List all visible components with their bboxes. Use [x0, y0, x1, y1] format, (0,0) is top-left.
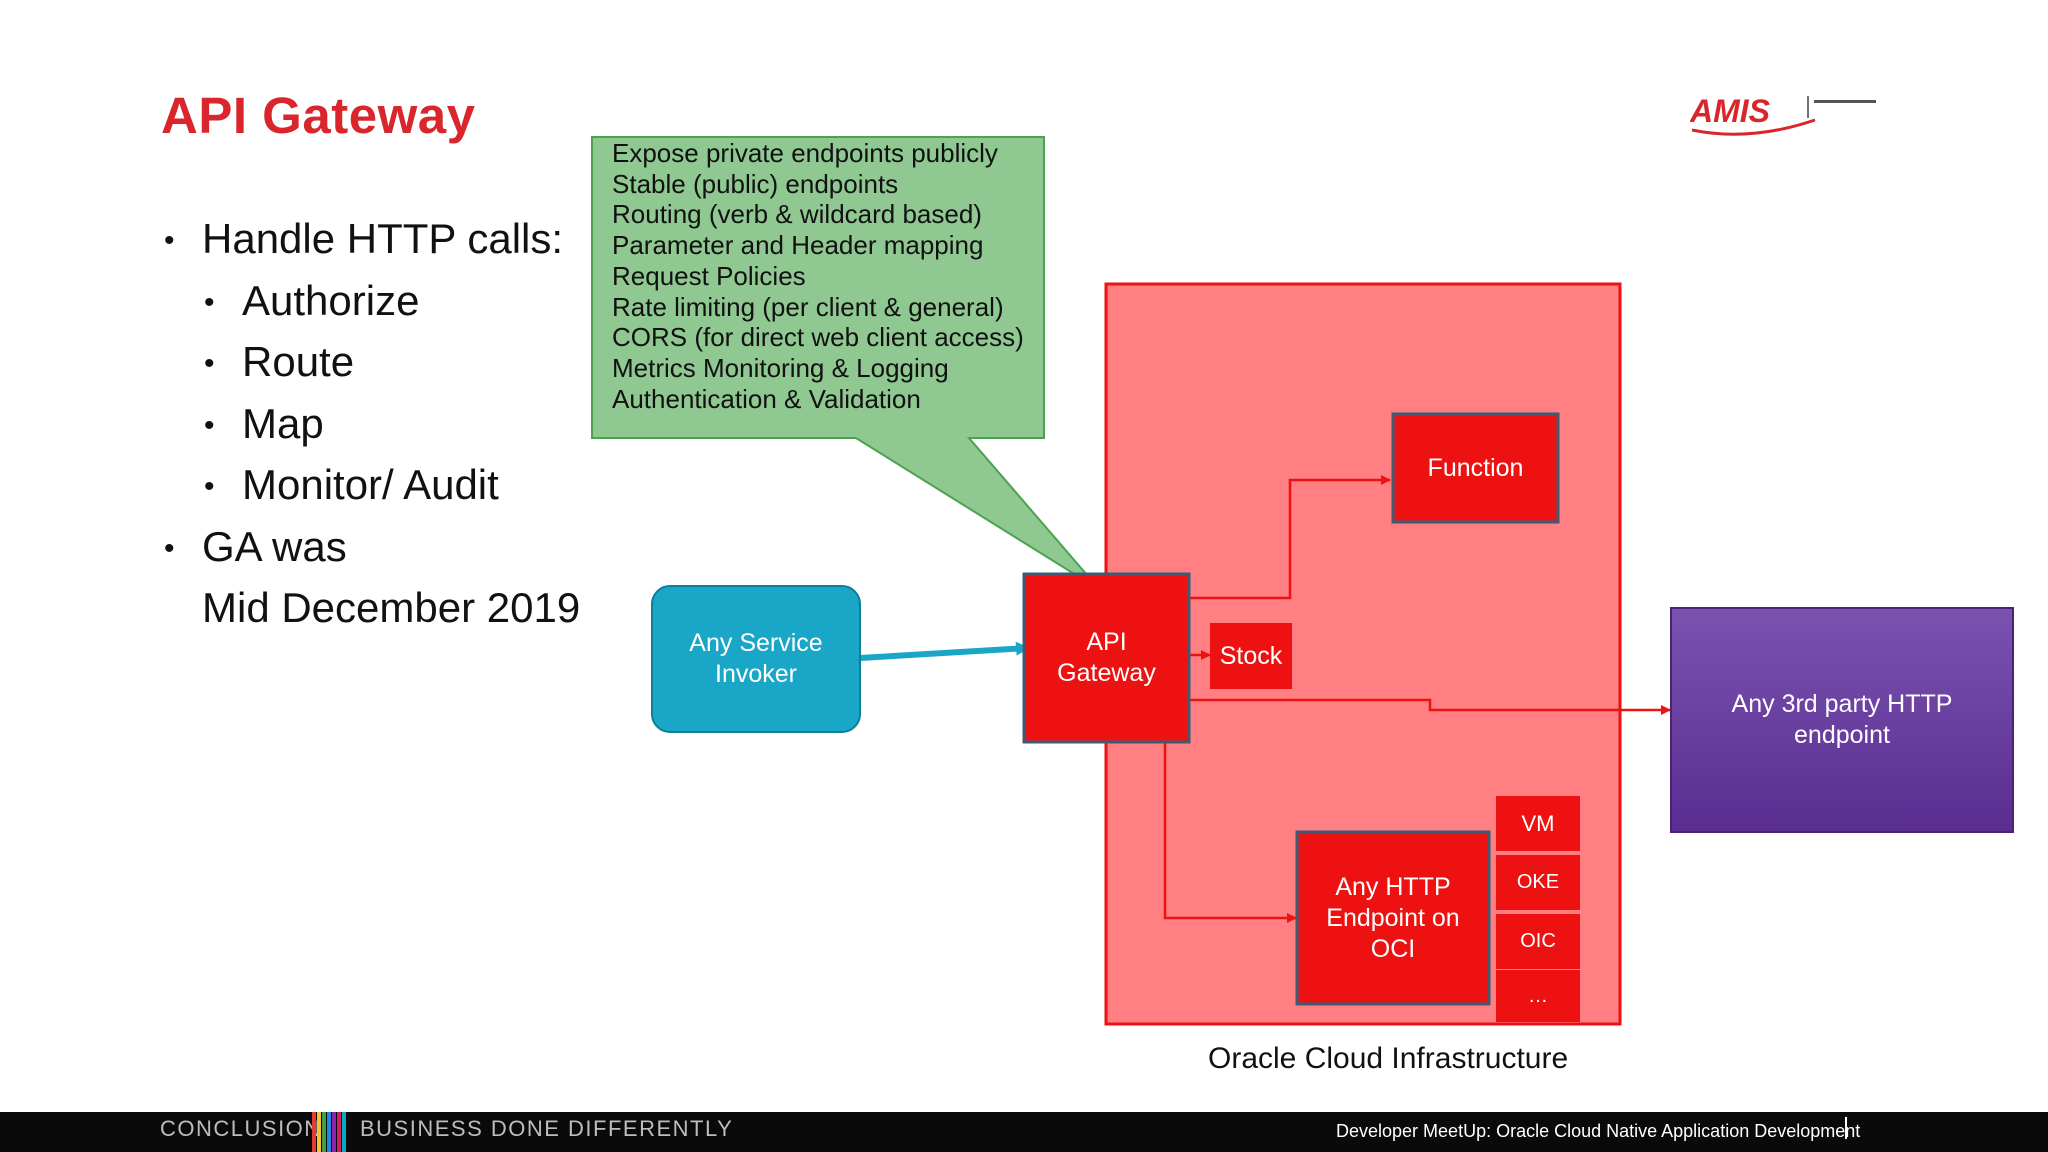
bullet-map: •Map	[204, 400, 324, 447]
callout-line: Expose private endpoints publicly	[612, 138, 998, 168]
function-box	[1391, 412, 1560, 524]
callout-line: Authentication & Validation	[612, 383, 921, 414]
connector-gateway-thirdparty	[1190, 698, 1671, 715]
callout-line: Request Policies	[612, 260, 806, 291]
more-label: …	[1528, 984, 1548, 1007]
gateway-box	[1022, 572, 1191, 744]
bullet-ga-was: •GA was	[164, 523, 347, 570]
more-box	[1496, 970, 1580, 1022]
vm-label: VM	[1521, 811, 1555, 836]
function-label: Function	[1427, 453, 1524, 482]
connector-gateway-function	[1190, 475, 1391, 600]
http-endpoint-label: Any HTTP Endpoint on OCI	[1326, 872, 1460, 963]
stock-box	[1210, 623, 1292, 689]
bullet-route: •Route	[204, 338, 355, 385]
invoker-box	[651, 585, 861, 733]
callout-line: Stable (public) endpoints	[612, 168, 899, 199]
callout-line: Metrics Monitoring & Logging	[612, 352, 949, 383]
slide-title: API Gateway	[161, 87, 476, 144]
connector-gateway-http-endpoint	[1163, 742, 1297, 923]
stock-label: Stock	[1219, 641, 1283, 670]
bullet-authorize: •Authorize	[204, 277, 420, 324]
footer-event: Developer MeetUp: Oracle Cloud Native Ap…	[1336, 1121, 1861, 1141]
callout-line: Rate limiting (per client & general)	[612, 291, 1004, 322]
callout-bubble	[591, 136, 1101, 591]
callout-line: Parameter and Header mapping	[612, 230, 984, 261]
connector-invoker-gateway	[859, 641, 1030, 661]
footer-divider	[1845, 1117, 1847, 1139]
oci-region-label: Oracle Cloud Infrastructure	[1208, 1042, 1569, 1075]
invoker-label: Any Service Invoker	[689, 629, 823, 688]
vm-box	[1496, 796, 1580, 851]
third-party-label: Any 3rd party HTTP endpoint	[1731, 690, 1953, 749]
svg-text:AMIS: AMIS	[1690, 93, 1771, 129]
oic-box	[1496, 914, 1580, 969]
third-party-box	[1670, 607, 2014, 833]
bullet-handle-http: •Handle HTTP calls:	[164, 215, 564, 262]
footer-bar	[0, 1112, 2048, 1152]
callout-features-list: Expose private endpoints publicly Stable…	[612, 138, 1024, 414]
footer-tagline: BUSINESS DONE DIFFERENTLY	[360, 1116, 734, 1141]
oic-label: OIC	[1520, 930, 1556, 952]
bullet-monitor-audit: •Monitor/ Audit	[204, 461, 499, 508]
oke-box	[1496, 855, 1580, 910]
callout-line: Routing (verb & wildcard based)	[612, 199, 982, 230]
footer-brand: CONCLUSION	[160, 1116, 322, 1141]
callout-line: CORS (for direct web client access)	[612, 322, 1024, 353]
brand-stripes-icon	[312, 1112, 346, 1152]
bullet-ga-date: Mid December 2019	[202, 584, 581, 631]
gateway-label: API Gateway	[1057, 628, 1156, 687]
http-endpoint-box	[1295, 830, 1491, 1006]
oke-label: OKE	[1516, 871, 1560, 893]
amis-logo: AMIS	[1690, 93, 1876, 136]
